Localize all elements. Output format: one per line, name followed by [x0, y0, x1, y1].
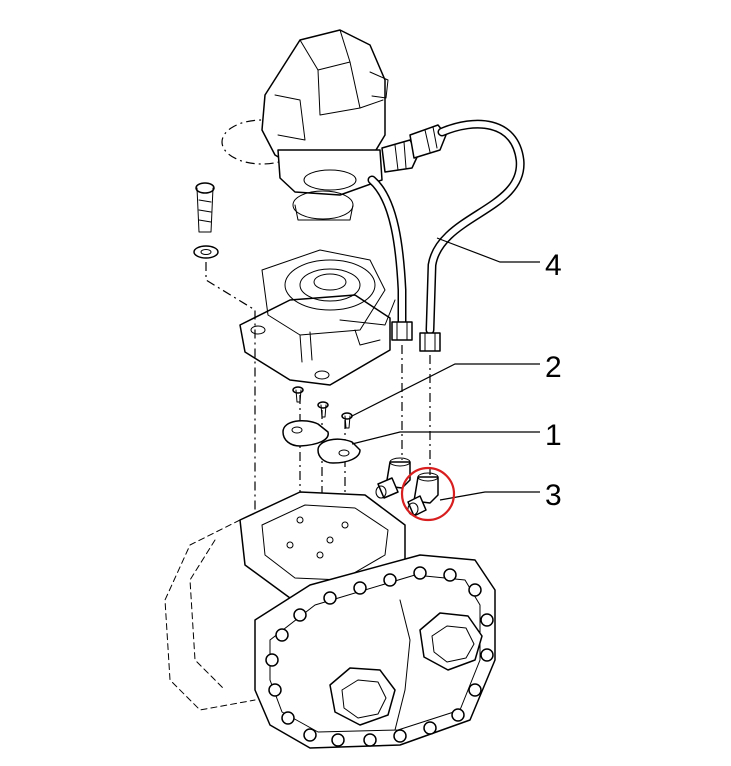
leader-1: [351, 431, 540, 445]
callout-labels: 4 2 1 3: [545, 249, 562, 512]
callout-4: 4: [545, 249, 562, 282]
callout-3: 3: [545, 479, 562, 512]
middle-cover-plate: [239, 249, 396, 386]
gaskets: [282, 419, 361, 464]
top-housing: [221, 29, 447, 221]
leader-4: [436, 237, 540, 263]
hose-assembly: [367, 119, 525, 352]
pump-housing: [164, 491, 496, 749]
housing-bolts: [265, 566, 494, 747]
leader-2: [351, 363, 540, 417]
screw-washer: [193, 182, 219, 259]
callout-2: 2: [545, 351, 562, 384]
elbow-fittings: [375, 457, 439, 517]
leader-3: [439, 491, 540, 501]
leader-lines: [351, 237, 540, 501]
highlight-circle: [400, 466, 456, 522]
callout-1: 1: [545, 419, 562, 452]
